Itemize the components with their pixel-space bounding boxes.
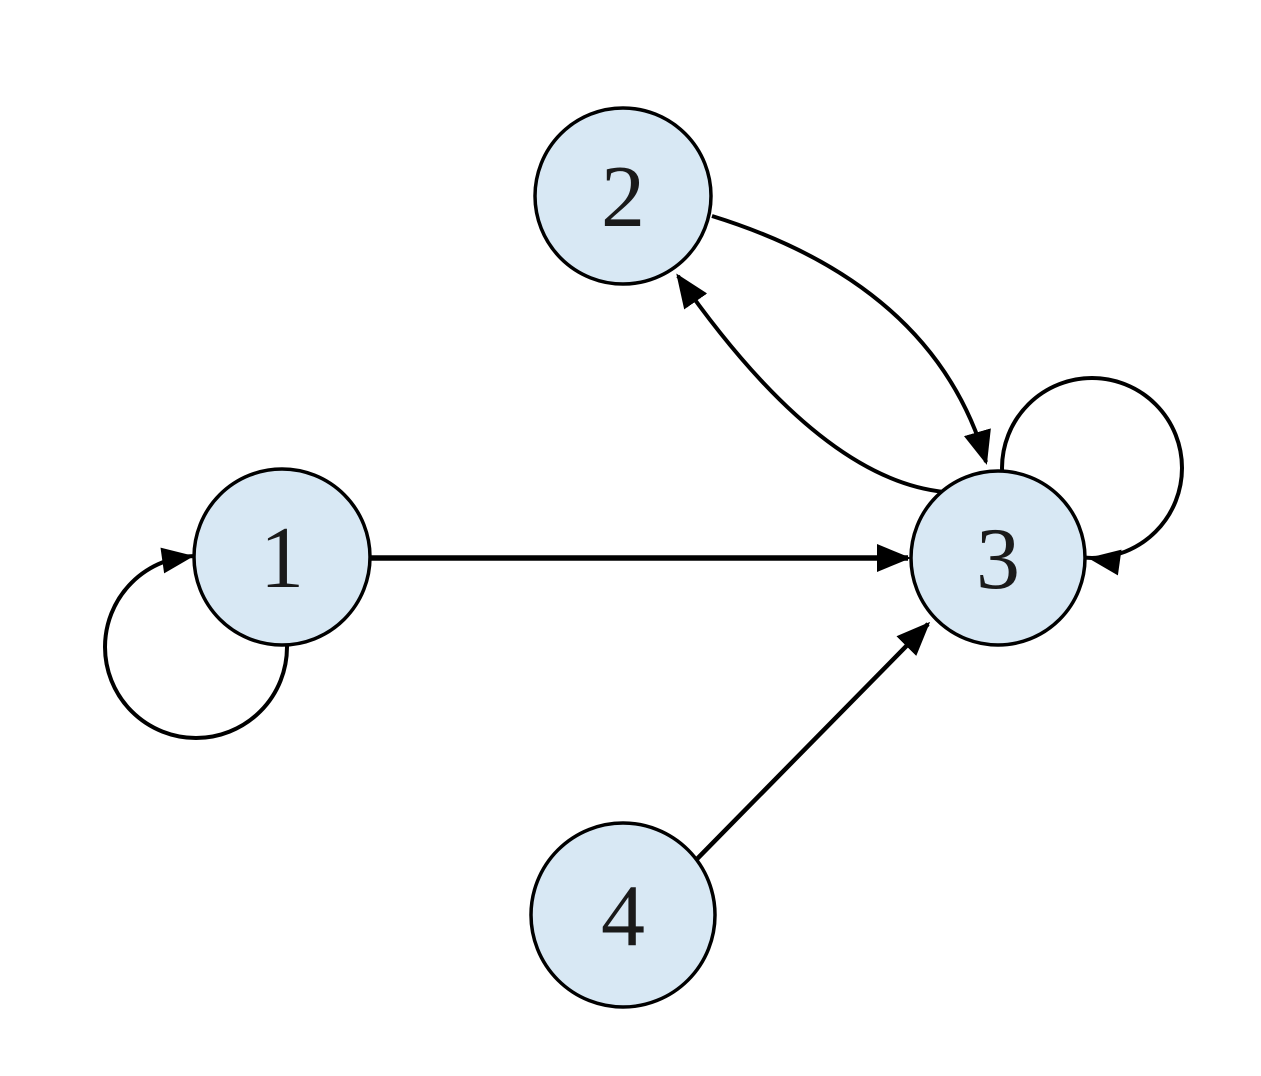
self-loop-1-arrowhead-icon bbox=[160, 547, 194, 574]
node-4-circle bbox=[529, 821, 717, 1009]
node-4: 4 bbox=[529, 821, 717, 1009]
edge-2-3 bbox=[711, 214, 991, 465]
node-2: 2 bbox=[533, 106, 713, 286]
node-2-circle bbox=[533, 106, 713, 286]
node-4-label: 4 bbox=[601, 868, 645, 965]
node-3-label: 3 bbox=[976, 511, 1020, 608]
node-1-label: 1 bbox=[260, 510, 304, 607]
edge-4-3 bbox=[694, 621, 931, 862]
node-3: 3 bbox=[909, 469, 1087, 647]
edge-3-2 bbox=[676, 273, 946, 494]
node-2-label: 2 bbox=[601, 149, 645, 246]
node-3-circle bbox=[909, 469, 1087, 647]
self-loop-3-arrowhead-icon bbox=[1088, 549, 1122, 576]
node-1-circle bbox=[192, 467, 372, 647]
node-1: 1 bbox=[192, 467, 372, 647]
